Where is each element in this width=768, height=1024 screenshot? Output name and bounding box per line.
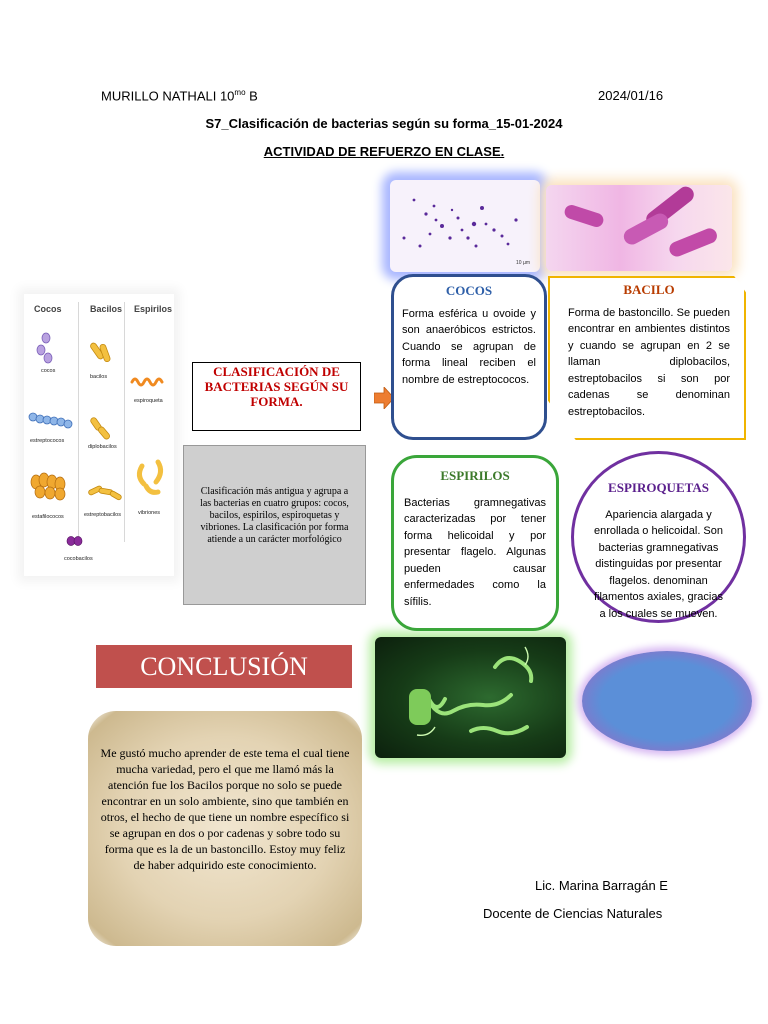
estafilococos-illustration <box>30 472 66 501</box>
bacilo-card-title: BACILO <box>623 282 675 297</box>
espirilos-card: ESPIRILOS Bacterias gramnegativas caract… <box>391 455 559 631</box>
label-vibriones: vibriones <box>138 510 161 516</box>
infographic-col-cocos: Cocos <box>34 304 62 314</box>
infographic-divider <box>78 302 79 542</box>
label-estafilococos: estafilococos <box>32 514 64 520</box>
label-diplobacilos: diplobacilos <box>88 444 117 450</box>
cocos-card-title: COCOS <box>445 283 493 298</box>
micrograph-scale: 10 µm <box>516 260 530 266</box>
vibriones-illustration <box>136 459 164 495</box>
document-date: 2024/01/16 <box>598 88 664 103</box>
infographic-divider <box>124 302 125 542</box>
diplobacilos-illustration <box>90 417 110 440</box>
espiroquetas-card: ESPIROQUETAS Apariencia alargada y enrol… <box>571 451 746 623</box>
cocos-illustration <box>36 332 53 364</box>
infographic-col-bacilos: Bacilos <box>90 304 123 314</box>
bacilo-card: BACILO Forma de bastoncillo. Se pueden e… <box>548 276 746 440</box>
right-arrow-icon <box>373 385 395 414</box>
label-cocos: cocos <box>41 368 56 374</box>
student-name-text: MURILLO NATHALI 10 <box>101 88 235 104</box>
classification-description-box: Clasificación más antigua y agrupa a las… <box>183 445 366 605</box>
student-name: MURILLO NATHALI 10mo B <box>101 88 258 103</box>
estreptococos-illustration <box>28 412 73 429</box>
label-estreptobacilos: estreptobacilos <box>84 512 121 518</box>
label-bacilos: bacilos <box>90 374 108 380</box>
infographic-drawings <box>28 332 164 546</box>
teacher-name: Lic. Marina Barragán E <box>535 878 668 893</box>
grade-superscript: mo <box>234 88 246 97</box>
decorative-ellipse <box>582 651 752 751</box>
student-section: B <box>245 88 258 104</box>
teacher-role: Docente de Ciencias Naturales <box>483 906 663 921</box>
cocos-micrograph-image: 10 µm <box>390 180 540 272</box>
classification-title-box: CLASIFICACIÓN DE BACTERIAS SEGÚN SU FORM… <box>192 362 361 431</box>
document-subtitle: ACTIVIDAD DE REFUERZO EN CLASE. <box>263 144 505 159</box>
bacilo-card-body: Forma de bastoncillo. Se pueden encontra… <box>568 306 730 418</box>
label-espiroqueta: espiroqueta <box>134 398 163 404</box>
bacteria-shapes-infographic: Cocos Bacilos Espirilos <box>24 294 174 576</box>
cocos-card-body: Forma esférica u ovoide y son anaeróbico… <box>402 307 536 386</box>
document-title: S7_Clasificación de bacterias según su f… <box>205 116 563 131</box>
espiroqueta-illustration <box>130 377 164 387</box>
conclusion-heading: CONCLUSIÓN <box>96 645 352 688</box>
espiroquetas-card-body: Apariencia alargada y enrollada o helico… <box>593 508 724 620</box>
conclusion-text: Me gustó mucho aprender de este tema el … <box>88 711 362 946</box>
infographic-col-espirilos: Espirilos <box>134 304 173 314</box>
espirilos-micrograph-image <box>375 637 566 758</box>
label-cocobacilos: cocobacilos <box>64 556 93 562</box>
espirilos-card-title: ESPIRILOS <box>440 468 510 483</box>
espirilos-card-body: Bacterias gramnegativas caracterizadas p… <box>404 496 546 608</box>
cocobacilos-illustration <box>66 536 83 546</box>
estreptobacilos-illustration <box>88 485 122 501</box>
bacilo-micrograph-image <box>546 185 732 271</box>
bacilos-illustration <box>90 342 111 363</box>
espiroquetas-card-title: ESPIROQUETAS <box>608 480 709 495</box>
cocos-card: COCOS Forma esférica u ovoide y son anae… <box>391 274 547 440</box>
label-estreptococos: estreptococos <box>30 438 65 444</box>
